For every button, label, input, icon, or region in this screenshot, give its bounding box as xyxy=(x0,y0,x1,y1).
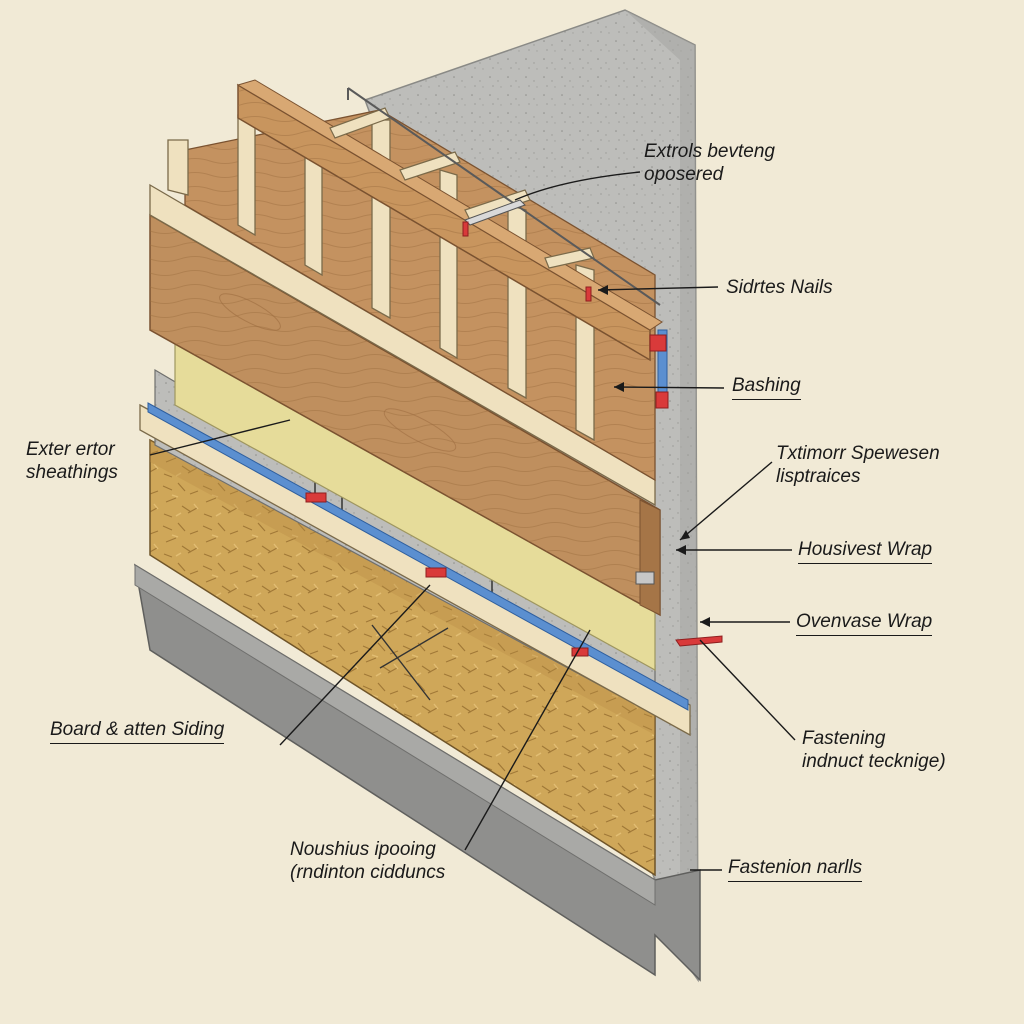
label-board-batten-siding: Board & atten Siding xyxy=(50,718,225,744)
label-sidrtes-nails: Sidrtes Nails xyxy=(726,276,833,299)
label-line: Ovenvase Wrap xyxy=(796,611,933,632)
label-extrols-bevteng: Extrols bevteng oposered xyxy=(644,140,775,186)
label-line: oposered xyxy=(644,164,724,185)
label-ovenvase-wrap: Ovenvase Wrap xyxy=(796,610,933,636)
label-bashing: Bashing xyxy=(732,374,801,400)
label-exterior-sheathings: Exter ertor sheathings xyxy=(26,438,118,484)
label-txtimorr-spewesen: Txtimorr Spewesen lisptraices xyxy=(776,442,940,488)
leader-lines xyxy=(149,171,796,871)
foundation-footing xyxy=(133,563,701,982)
label-line: Fastenion narlls xyxy=(728,857,863,878)
blocking-pieces xyxy=(329,107,595,269)
label-fastening-technique: Fastening indnuct tecknige) xyxy=(802,727,946,773)
label-line: indnuct tecknige) xyxy=(802,751,946,772)
board-siding-panel xyxy=(149,213,661,617)
label-line: Housivest Wrap xyxy=(798,539,933,560)
label-line: Noushius ipooing xyxy=(290,839,436,860)
label-line: Board & atten Siding xyxy=(50,719,225,740)
leader-arrowheads xyxy=(598,285,710,627)
label-line: lisptraices xyxy=(776,466,861,487)
upper-sheathing xyxy=(184,109,656,482)
label-line: Fastening xyxy=(802,728,886,749)
label-line: Extrols bevteng xyxy=(644,141,775,162)
label-housivest-wrap: Housivest Wrap xyxy=(798,538,933,564)
metal-clip-icon xyxy=(635,571,655,585)
label-fastenion-nails: Fastenion narlls xyxy=(728,856,863,882)
label-line: (rndinton cidduncs xyxy=(290,862,446,883)
label-line: Exter ertor xyxy=(26,439,115,460)
label-line: Sidrtes Nails xyxy=(726,277,833,298)
rafter-beam xyxy=(236,79,663,362)
bashing-bracket-icon xyxy=(649,329,669,409)
flashing-strip xyxy=(139,402,691,737)
label-line: sheathings xyxy=(26,462,118,483)
label-noushius-ipooing: Noushius ipooing (rndinton cidduncs xyxy=(290,838,445,884)
label-line: Txtimorr Spewesen xyxy=(776,443,940,464)
label-line: Bashing xyxy=(732,375,801,396)
fastener-icons xyxy=(305,221,723,657)
